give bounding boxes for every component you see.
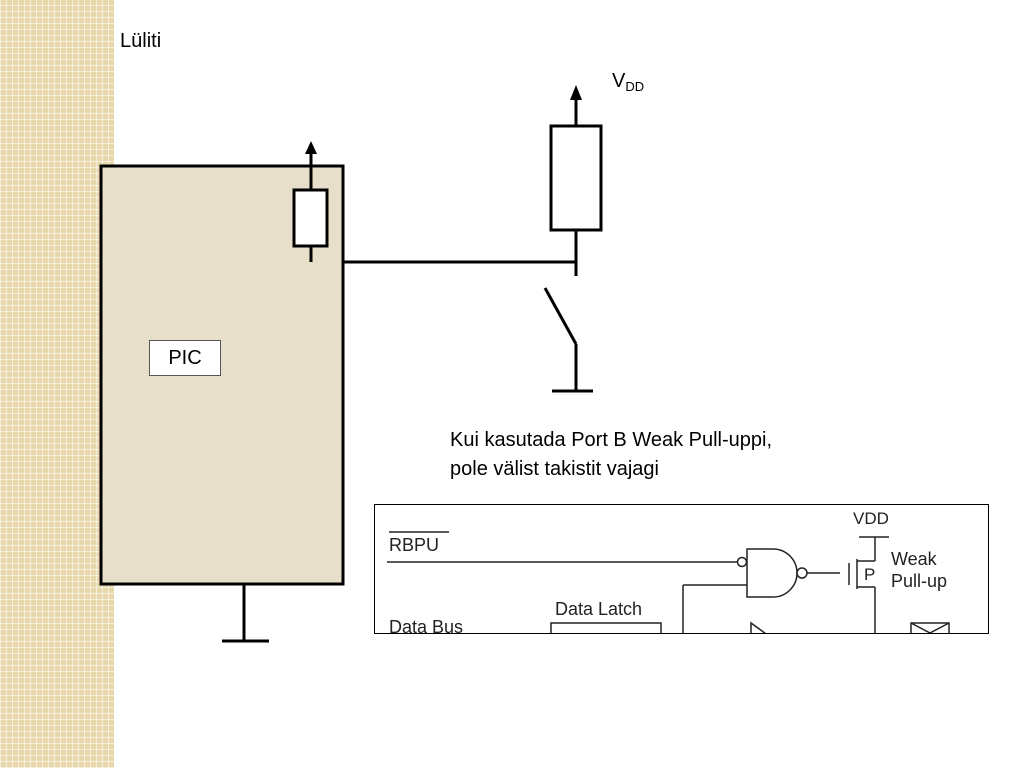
decorative-side-strip <box>0 0 114 768</box>
internal-pullup-arrow <box>305 141 317 154</box>
slide-title: Lüliti <box>120 30 162 52</box>
data-latch-label: Data Latch <box>555 599 643 619</box>
buffer-triangle <box>750 621 767 633</box>
nand-output-bubble <box>796 567 808 579</box>
caption-line-1: Kui kasutada Port B Weak Pull-uppi, <box>450 429 773 451</box>
pin-protection-x2 <box>928 622 950 633</box>
nand-gate-body <box>746 548 798 598</box>
inset-schematic-drawing <box>387 531 950 633</box>
pmos-p-label: P <box>864 565 876 584</box>
caption: Kui kasutada Port B Weak Pull-uppi, pole… <box>450 426 772 484</box>
pin-protection-x1 <box>910 622 932 633</box>
pullup-label: Pull-up <box>891 571 948 591</box>
vdd-arrow <box>570 85 582 100</box>
weak-label: Weak <box>891 549 937 569</box>
internal-pullup-resistor <box>292 188 329 248</box>
external-pullup-resistor <box>549 124 603 232</box>
pin-protection-box <box>910 622 950 633</box>
rbpu-label: RBPU <box>389 535 440 555</box>
port-b-schematic-inset: RBPU VDD P Weak Pull-up Data Latch Data … <box>374 504 989 634</box>
caption-line-2: pole välist takistit vajagi <box>450 458 659 480</box>
pic-label: PIC <box>149 340 221 376</box>
vdd-label: VDD <box>612 70 645 94</box>
switch-blade <box>543 287 578 345</box>
inset-vdd-label: VDD <box>853 509 889 528</box>
data-latch-box <box>550 622 662 633</box>
data-bus-label: Data Bus <box>389 617 464 634</box>
nand-input-bubble <box>736 556 748 568</box>
